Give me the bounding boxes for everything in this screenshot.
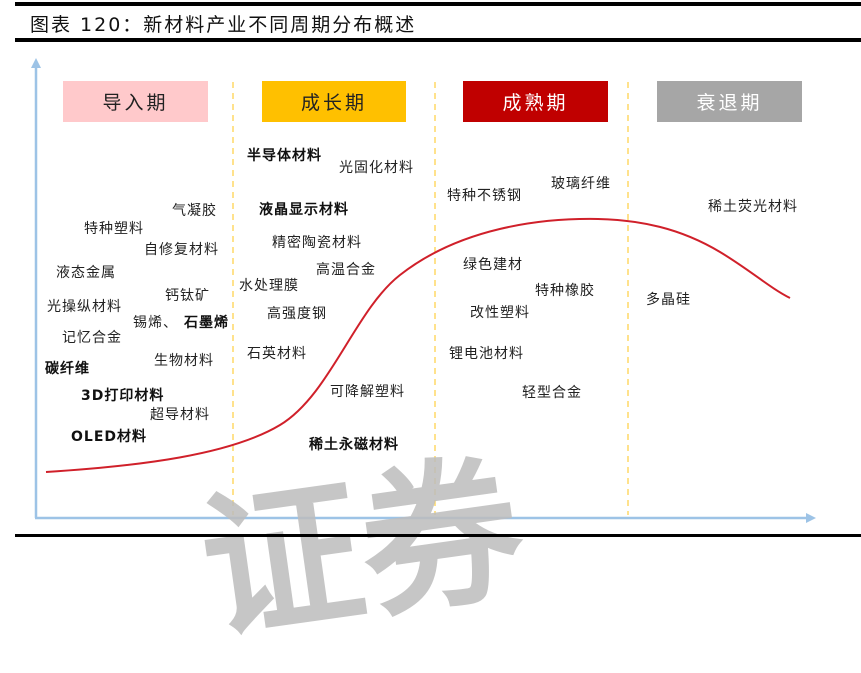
material-label: 高强度钢	[267, 306, 327, 322]
title-rule	[15, 38, 861, 42]
bottom-rule	[15, 534, 861, 537]
material-label: 稀土荧光材料	[708, 199, 798, 215]
material-label: 玻璃纤维	[551, 176, 611, 192]
material-label: 光固化材料	[339, 160, 414, 176]
material-label: 轻型合金	[522, 385, 582, 401]
material-label: 特种橡胶	[535, 283, 595, 299]
phase-label: 导入期	[102, 92, 169, 114]
x-axis-arrow-icon	[806, 513, 816, 523]
material-label: 特种塑料	[84, 221, 144, 237]
phase-decline: 衰退期	[657, 81, 802, 122]
material-label: 锡烯、	[133, 315, 178, 331]
material-label: 多晶硅	[646, 292, 691, 308]
phase-label: 成熟期	[502, 92, 569, 114]
material-label: 液晶显示材料	[259, 202, 349, 218]
material-label: 光操纵材料	[47, 299, 122, 315]
phase-maturity: 成熟期	[463, 81, 608, 122]
material-label: 稀土永磁材料	[309, 437, 399, 453]
diagram-graphics	[31, 58, 816, 523]
material-label: 绿色建材	[463, 257, 523, 273]
material-label: 半导体材料	[247, 148, 322, 164]
material-label: 改性塑料	[470, 305, 530, 321]
lifecycle-curve	[45, 217, 791, 473]
material-label: 特种不锈钢	[447, 188, 522, 204]
material-label: 石墨烯	[184, 315, 229, 331]
material-label: 记忆合金	[62, 330, 122, 346]
phase-introduction: 导入期	[63, 81, 208, 122]
material-label: 自修复材料	[144, 242, 219, 258]
lifecycle-diagram: 证券 导入期 成长期 成熟期 衰退期 气凝胶 特种塑料 自修复材料 液态金属 钙…	[31, 58, 816, 664]
material-label: 石英材料	[247, 346, 307, 362]
material-label: 气凝胶	[172, 203, 217, 219]
material-label: 碳纤维	[45, 361, 90, 377]
y-axis-arrow-icon	[31, 58, 41, 68]
material-label: 超导材料	[150, 407, 210, 423]
top-rule	[15, 2, 861, 6]
material-label: 高温合金	[316, 262, 376, 278]
figure-title: 图表 120：新材料产业不同周期分布概述	[30, 14, 417, 36]
material-label: OLED材料	[71, 429, 148, 445]
material-label: 液态金属	[56, 265, 116, 281]
material-label: 精密陶瓷材料	[272, 235, 362, 251]
material-label: 钙钛矿	[165, 288, 210, 304]
phase-label: 衰退期	[696, 92, 763, 114]
material-label: 可降解塑料	[330, 384, 405, 400]
material-label: 生物材料	[154, 353, 214, 369]
material-label: 3D打印材料	[81, 388, 165, 404]
material-label: 水处理膜	[239, 278, 299, 294]
phase-label: 成长期	[300, 92, 367, 114]
material-label: 锂电池材料	[449, 346, 524, 362]
phase-growth: 成长期	[262, 81, 406, 122]
